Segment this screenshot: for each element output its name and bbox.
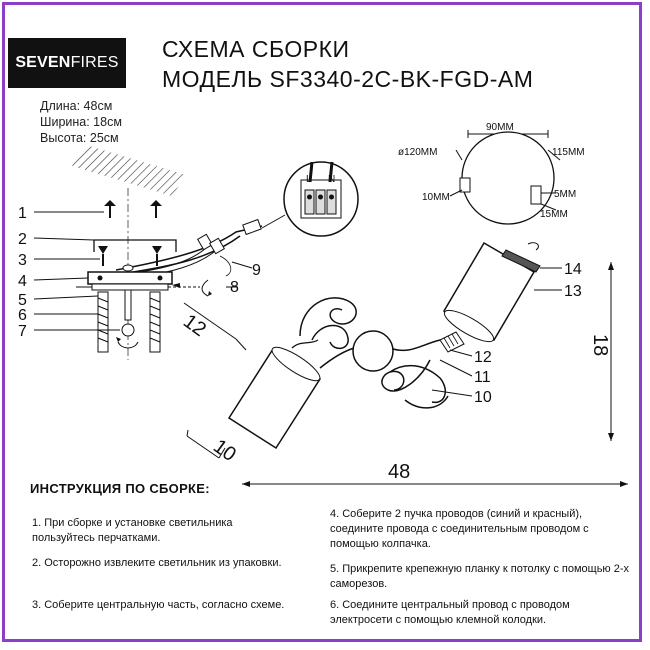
right-shade — [439, 241, 541, 353]
instruction-step-1: 1. При сборке и установке светильника по… — [32, 517, 233, 544]
callout-6: 6 — [18, 307, 27, 324]
callout-8: 8 — [230, 279, 239, 296]
callout-14: 14 — [564, 261, 582, 278]
left-shade — [183, 302, 322, 459]
callout-2: 2 — [18, 231, 27, 248]
spec-length: Длина: 48см — [40, 99, 113, 113]
threaded-rods — [97, 289, 161, 353]
callout-10: 10 — [474, 389, 492, 406]
callout-3: 3 — [18, 252, 27, 269]
bracket-screws — [98, 246, 162, 266]
spec-width: Ширина: 18см — [40, 115, 122, 129]
wire-cap-right — [208, 237, 226, 255]
decorative-arms — [299, 297, 449, 409]
callout-5: 5 — [18, 292, 27, 309]
terminal-label-l: L — [306, 174, 312, 185]
callout-12: 12 — [474, 349, 492, 366]
ceiling-hatch — [72, 145, 186, 196]
terminal-label-n: N — [328, 174, 335, 185]
callout-13: 13 — [564, 283, 582, 300]
dim-120mm: ø120ММ — [398, 147, 437, 158]
terminal-block-detail: L N — [261, 161, 359, 237]
model-title: МОДЕЛЬ SF3340-2C-BK-FGD-AM — [162, 66, 534, 92]
canopy-plate — [76, 264, 200, 291]
instruction-step-3: 3. Соберите центральную часть, согласно … — [32, 599, 285, 611]
wire-cap-left — [196, 233, 214, 251]
page-title: СХЕМА СБОРКИ — [162, 36, 350, 62]
mounting-bracket — [93, 239, 177, 252]
instruction-step-5: 5. Прикрепите крепежную планку к потолку… — [330, 563, 630, 590]
dim-15mm: 15ММ — [540, 209, 568, 220]
instructions-heading: ИНСТРУКЦИЯ ПО СБОРКЕ: — [30, 481, 210, 496]
instruction-step-6: 6. Соедините центральный провод с провод… — [330, 599, 570, 626]
rotate-arrow-8 — [201, 279, 209, 297]
dim-10mm: 10ММ — [422, 192, 450, 203]
dim-115mm: 115ММ — [552, 147, 585, 158]
callout-1: 1 — [18, 205, 27, 222]
dim-90mm: 90ММ — [486, 122, 514, 133]
dimension-label-48: 48 — [388, 461, 410, 483]
dimension-specs: Длина: 48см Ширина: 18см Высота: 25см — [40, 98, 122, 146]
instruction-step-2: 2. Осторожно извлеките светильник из упа… — [32, 557, 282, 569]
callout-4: 4 — [18, 273, 27, 290]
callout-11: 11 — [474, 369, 491, 386]
dimension-label-10: 10 — [209, 435, 240, 466]
callout-7: 7 — [18, 323, 27, 340]
logo-light-text: FIRES — [70, 54, 119, 71]
shade-dimension-detail — [449, 130, 561, 225]
mounting-screws — [104, 200, 162, 218]
callout-9: 9 — [252, 262, 261, 279]
spec-height: Высота: 25см — [40, 131, 119, 145]
callout-leaders-left — [33, 211, 253, 331]
logo-bold-text: SEVEN — [15, 54, 71, 71]
dim-5mm: 5ММ — [554, 189, 576, 200]
dimension-label-12: 12 — [179, 310, 210, 341]
dimension-label-18: 18 — [589, 334, 611, 356]
wire-connector — [242, 218, 262, 236]
instruction-step-4: 4. Соберите 2 пучка проводов (синий и кр… — [330, 508, 589, 550]
page-frame — [2, 2, 642, 642]
supply-wire — [115, 225, 263, 271]
callout-leaders-right — [431, 267, 562, 397]
